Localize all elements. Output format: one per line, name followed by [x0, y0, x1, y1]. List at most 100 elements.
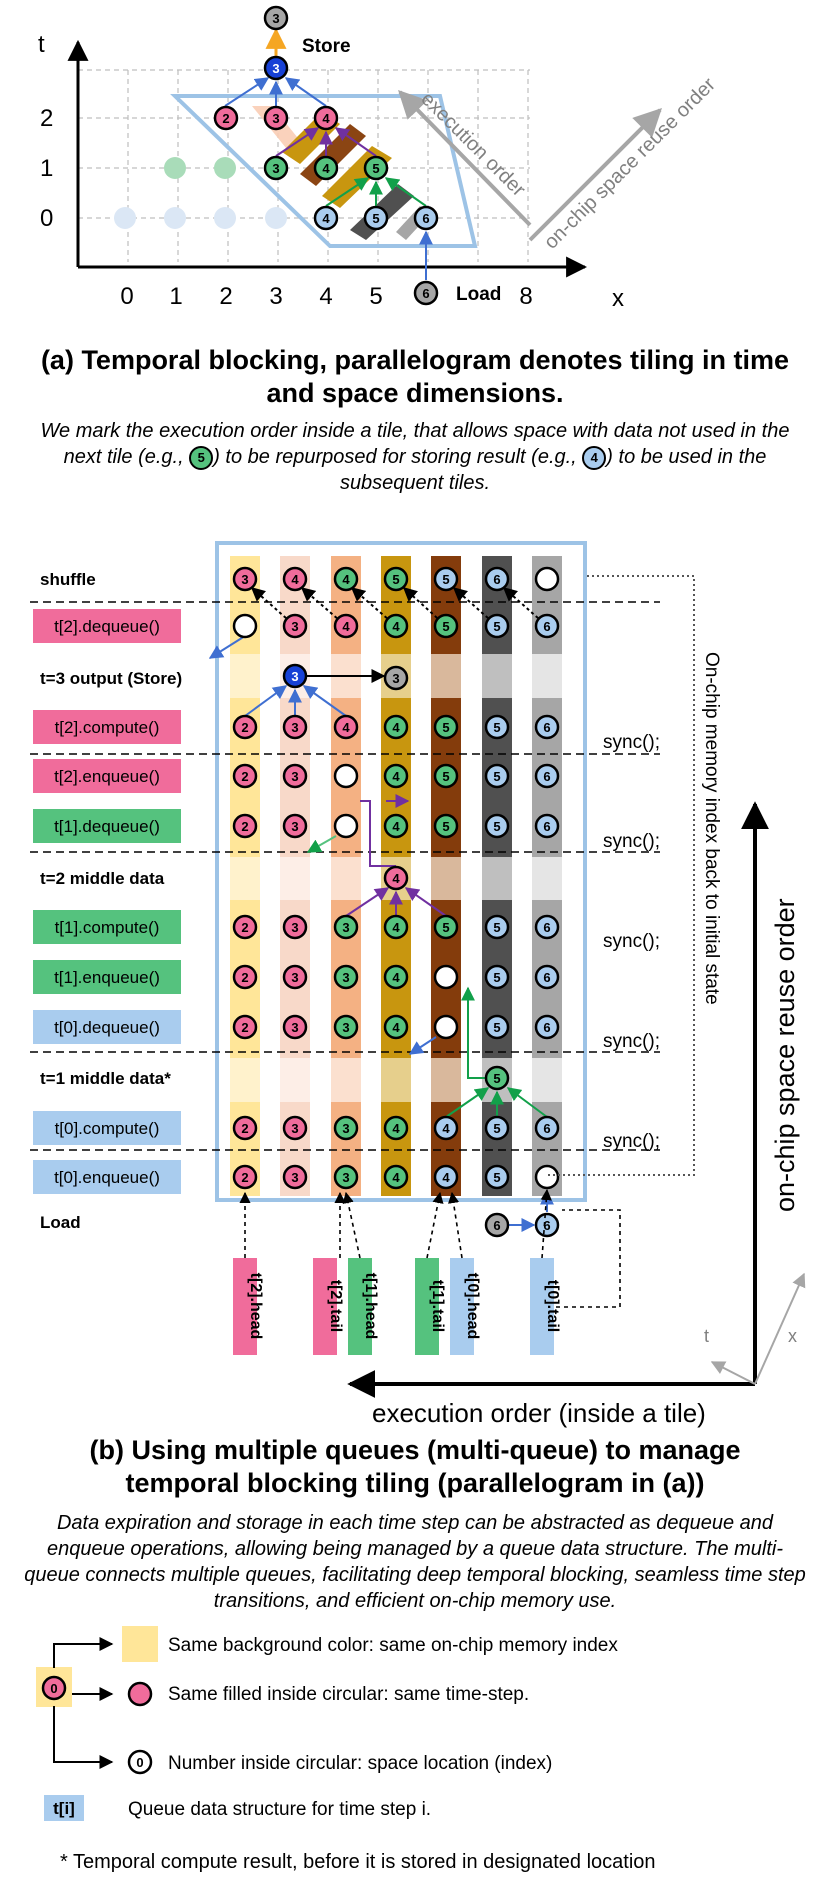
svg-text:4: 4 — [322, 211, 330, 226]
point-5: 5 — [363, 205, 389, 231]
queue-cell: 2 — [232, 1014, 258, 1040]
svg-text:3: 3 — [291, 619, 298, 634]
svg-text:4: 4 — [322, 161, 330, 176]
operation-badge — [33, 759, 181, 793]
svg-text:1: 1 — [169, 283, 182, 310]
row-label: t[1].enqueue() — [54, 968, 160, 987]
queue-cell: 4 — [333, 714, 359, 740]
queue-cell: 5 — [484, 914, 510, 940]
svg-text:2: 2 — [241, 970, 248, 985]
queue-cell: 3 — [282, 714, 308, 740]
row-label: t[0].enqueue() — [54, 1168, 160, 1187]
svg-text:5: 5 — [442, 572, 449, 587]
queue-cell: 6 — [534, 613, 560, 639]
legend-fill-text: Same filled inside circular: same time-s… — [168, 1684, 529, 1705]
t-small-label: t — [704, 1326, 709, 1346]
svg-text:0: 0 — [50, 1681, 57, 1696]
middle-cell-t1: 5 — [484, 1065, 510, 1091]
svg-text:6: 6 — [543, 1218, 550, 1233]
svg-text:4: 4 — [291, 572, 299, 587]
queue-cell: 6 — [534, 813, 560, 839]
svg-text:6: 6 — [422, 211, 429, 226]
reuse-order-label: on-chip space reuse order — [540, 73, 720, 253]
point-4: 4 — [313, 155, 339, 181]
pointer-box — [450, 1258, 474, 1355]
svg-text:0: 0 — [40, 205, 53, 232]
svg-text:2: 2 — [241, 720, 248, 735]
svg-text:4: 4 — [392, 819, 400, 834]
svg-text:4: 4 — [392, 1121, 400, 1136]
queue-cell: 5 — [433, 914, 459, 940]
queue-cell: 3 — [282, 1164, 308, 1190]
row-label: t[0].dequeue() — [54, 1018, 160, 1037]
svg-text:4: 4 — [342, 572, 350, 587]
pointer-box — [415, 1258, 439, 1355]
sync-label: sync(); — [603, 931, 660, 952]
svg-text:3: 3 — [272, 61, 279, 76]
svg-text:4: 4 — [342, 720, 350, 735]
point-6: 6 — [413, 205, 439, 231]
svg-text:2: 2 — [241, 819, 248, 834]
row-label: t[1].dequeue() — [54, 817, 160, 836]
svg-text:4: 4 — [442, 1170, 450, 1185]
queue-cell: 5 — [484, 714, 510, 740]
queue-cell: 3 — [282, 613, 308, 639]
queue-cell: 5 — [484, 813, 510, 839]
sync-dividers — [30, 601, 660, 1151]
queue-cell: 6 — [534, 914, 560, 940]
svg-text:5: 5 — [369, 283, 382, 310]
svg-text:6: 6 — [543, 619, 550, 634]
pointer-label: t[2].tail — [327, 1280, 344, 1332]
t-axis-label: t — [38, 31, 45, 58]
svg-text:6: 6 — [543, 819, 550, 834]
svg-text:5: 5 — [442, 769, 449, 784]
execution-order-label: execution order — [416, 88, 529, 201]
point-4: 4 — [313, 205, 339, 231]
svg-text:4: 4 — [392, 769, 400, 784]
part-b-caption: Data expiration and storage in each time… — [24, 1512, 806, 1612]
svg-text:3: 3 — [291, 769, 298, 784]
svg-text:6: 6 — [493, 572, 500, 587]
queue-cell: 5 — [484, 1115, 510, 1141]
svg-text:5: 5 — [442, 819, 449, 834]
legend: Same background color: same on-chip memo… — [36, 1626, 656, 1873]
legend-number-circle: 0 — [127, 1749, 153, 1775]
svg-text:3: 3 — [342, 970, 349, 985]
svg-text:4: 4 — [319, 283, 332, 310]
svg-text:3: 3 — [291, 720, 298, 735]
queue-cell: 3 — [282, 1115, 308, 1141]
queue-cell: 6 — [534, 714, 560, 740]
queue-cell: 5 — [484, 763, 510, 789]
execution-order-arrow — [398, 89, 532, 227]
svg-text:3: 3 — [342, 920, 349, 935]
svg-text:4: 4 — [392, 619, 400, 634]
queue-cell: 2 — [232, 914, 258, 940]
queue-cell: 4 — [383, 964, 409, 990]
load-label: Load — [456, 284, 501, 305]
legend-bg-swatch — [122, 1626, 158, 1662]
queue-cell: 6 — [534, 763, 560, 789]
svg-text:3: 3 — [272, 161, 279, 176]
queue-cell — [333, 763, 359, 789]
queue-cell — [433, 964, 459, 990]
svg-text:4: 4 — [392, 1020, 400, 1035]
pointer-box — [313, 1258, 337, 1355]
row-label: shuffle — [40, 570, 96, 589]
svg-text:5: 5 — [442, 920, 449, 935]
svg-text:3: 3 — [272, 11, 279, 26]
svg-text:4: 4 — [392, 720, 400, 735]
row-label: t[1].compute() — [55, 918, 160, 937]
svg-text:4: 4 — [322, 111, 330, 126]
queue-cell: 5 — [433, 714, 459, 740]
svg-text:5: 5 — [493, 619, 500, 634]
queue-cell: 4 — [383, 813, 409, 839]
svg-text:4: 4 — [392, 871, 400, 886]
svg-text:6: 6 — [543, 769, 550, 784]
svg-text:6: 6 — [543, 1121, 550, 1136]
svg-text:3: 3 — [291, 1121, 298, 1136]
queue-cell: 3 — [282, 813, 308, 839]
pointer-box — [530, 1258, 554, 1355]
pointer-label: t[2].head — [247, 1273, 264, 1340]
